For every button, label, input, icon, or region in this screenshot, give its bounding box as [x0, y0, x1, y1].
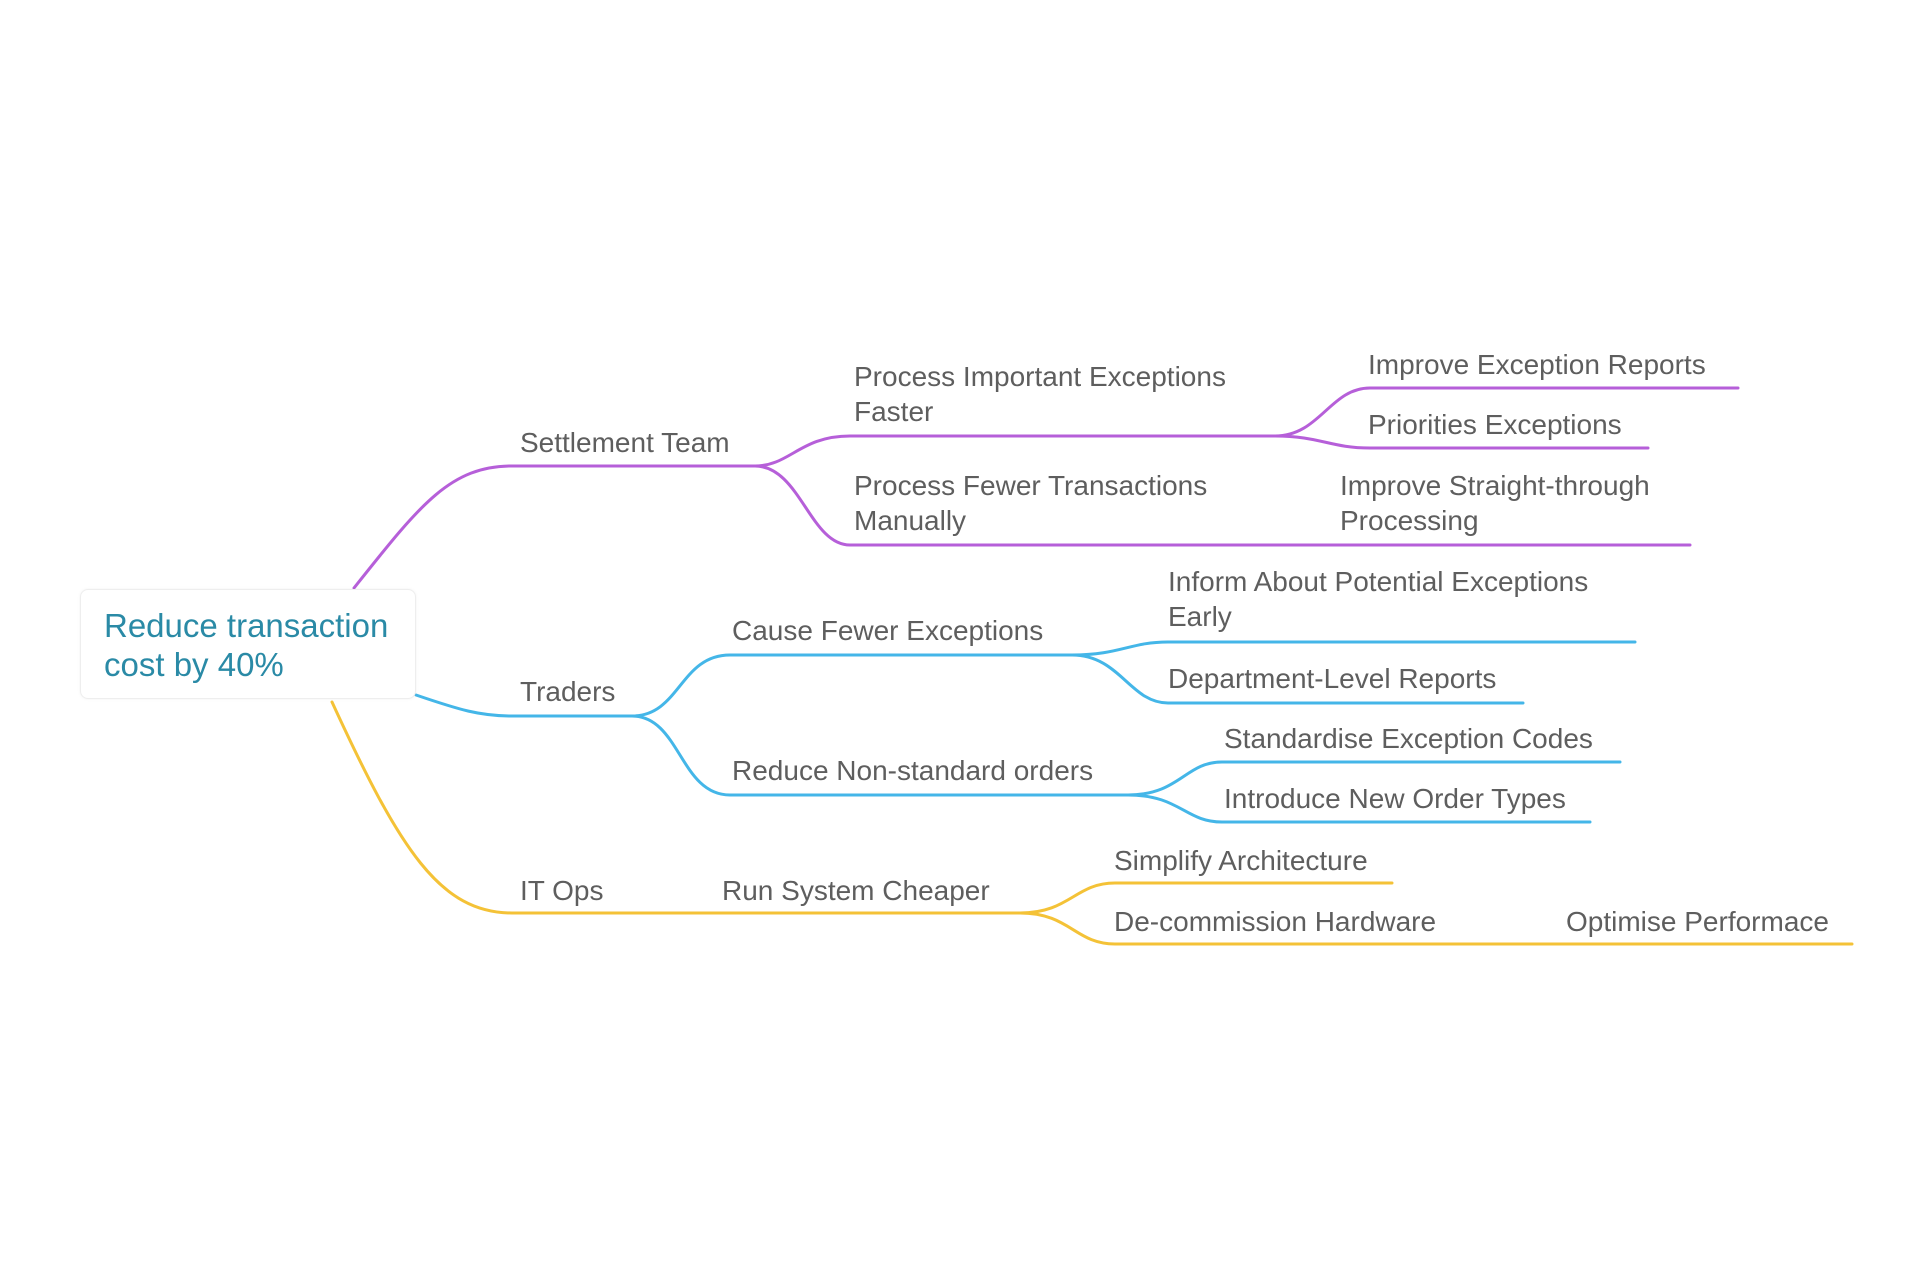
root-topic-line-2: cost by 40%: [104, 646, 284, 683]
topic-improve-exception-reports[interactable]: Improve Exception Reports: [1368, 349, 1706, 380]
connector-traders-reduce: [630, 714, 1130, 797]
topic-introduce-new-order-types[interactable]: Introduce New Order Types: [1224, 783, 1566, 814]
topic-inform-about-potential-exceptions[interactable]: Inform About Potential Exceptions Early: [1168, 564, 1588, 634]
topic-process-important-exceptions-line-2: Faster: [854, 396, 934, 427]
connector-root-traders: [414, 693, 634, 718]
topic-process-important-exceptions-line-1: Process Important Exceptions: [854, 361, 1226, 392]
topic-improve-straight-through-line-1: Improve Straight-through: [1340, 470, 1650, 501]
root-topic[interactable]: Reduce transaction cost by 40%: [80, 589, 416, 699]
connector-cause-inform: [1070, 640, 1637, 657]
topic-process-important-exceptions[interactable]: Process Important Exceptions Faster: [854, 359, 1226, 429]
topic-run-system-cheaper[interactable]: Run System Cheaper: [722, 875, 990, 906]
connector-important-priorities: [1273, 434, 1650, 450]
root-topic-line-1: Reduce transaction: [104, 607, 389, 644]
topic-de-commission-hardware[interactable]: De-commission Hardware: [1114, 906, 1437, 937]
topic-settlement-team[interactable]: Settlement Team: [520, 427, 730, 458]
topic-simplify-architecture[interactable]: Simplify Architecture: [1114, 845, 1368, 876]
connector-traders-cause: [630, 653, 1074, 718]
connector-settlement-important: [753, 434, 1277, 468]
connector-settlement-fewer: [753, 464, 1692, 547]
topic-process-fewer-transactions[interactable]: Process Fewer Transactions Manually: [854, 468, 1207, 538]
topic-improve-straight-through-processing[interactable]: Improve Straight-through Processing: [1340, 468, 1650, 538]
connector-run-simplify: [1018, 881, 1394, 915]
topic-optimise-performace[interactable]: Optimise Performace: [1566, 906, 1829, 937]
topic-it-ops[interactable]: IT Ops: [520, 875, 604, 906]
topic-cause-fewer-exceptions[interactable]: Cause Fewer Exceptions: [732, 615, 1044, 646]
connector-run-decommission: [1018, 911, 1854, 946]
topic-standardise-exception-codes[interactable]: Standardise Exception Codes: [1224, 723, 1593, 754]
topic-process-fewer-transactions-line-1: Process Fewer Transactions: [854, 470, 1208, 501]
connector-reduce-standardise: [1126, 760, 1622, 797]
topic-inform-line-1: Inform About Potential Exceptions: [1168, 566, 1589, 597]
topic-improve-straight-through-line-2: Processing: [1340, 505, 1479, 536]
topic-process-fewer-transactions-line-2: Manually: [854, 505, 967, 536]
topic-reduce-non-standard-orders[interactable]: Reduce Non-standard orders: [732, 755, 1094, 786]
topic-traders[interactable]: Traders: [520, 676, 616, 707]
connector-important-reports: [1273, 386, 1740, 438]
topic-department-level-reports[interactable]: Department-Level Reports: [1168, 663, 1497, 694]
topic-priorities-exceptions[interactable]: Priorities Exceptions: [1368, 409, 1622, 440]
connector-cause-dept: [1070, 653, 1525, 705]
connector-root-settlement: [352, 464, 757, 590]
connector-root-itops: [330, 700, 1022, 915]
connector-reduce-introduce: [1126, 793, 1592, 824]
topic-inform-line-2: Early: [1168, 601, 1232, 632]
root-topic-text: Reduce transaction cost by 40%: [104, 606, 388, 684]
